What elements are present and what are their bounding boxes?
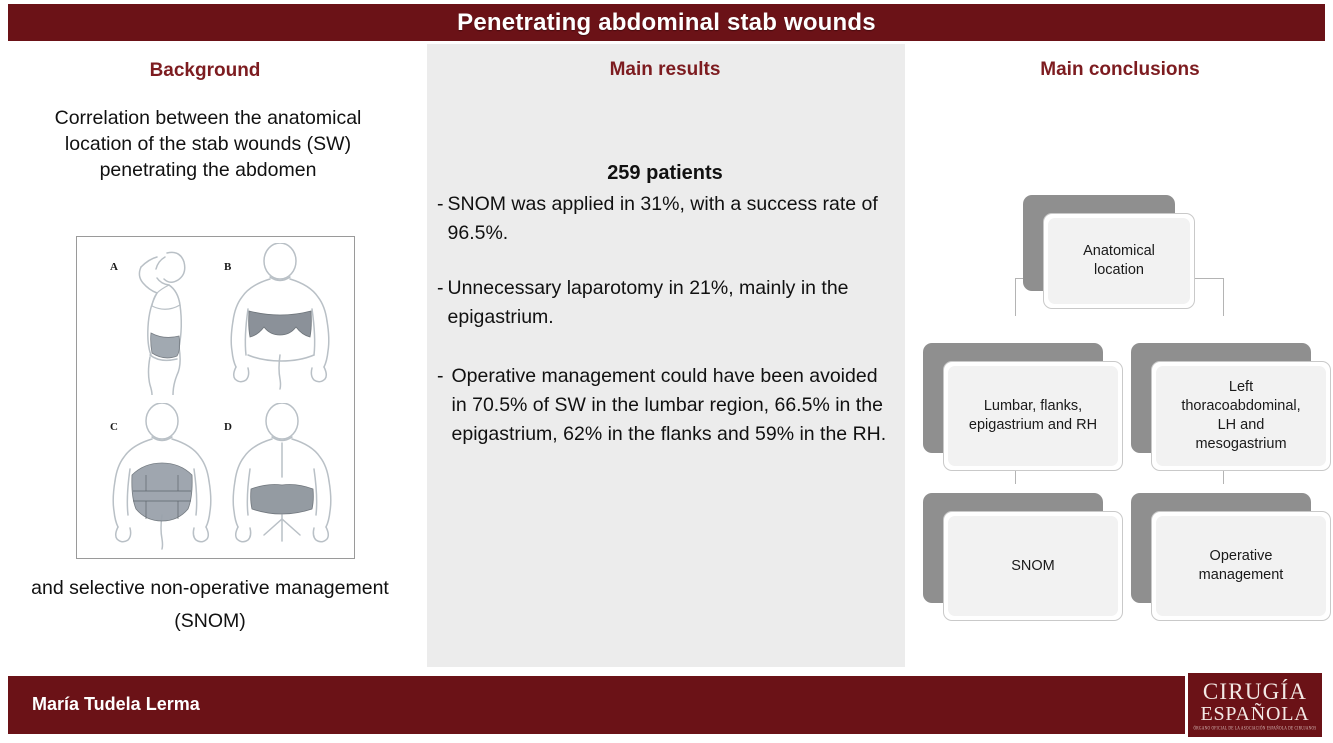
result-item-1: - SNOM was applied in 31%, with a succes…: [437, 190, 897, 248]
anatomy-panel-d: [232, 403, 332, 543]
background-outro-text: and selective non-operative management (…: [31, 577, 389, 632]
journal-logo-subtitle: ÓRGANO OFICIAL DE LA ASOCIACIÓN ESPAÑOLA…: [1193, 724, 1317, 731]
flow-node-leaf-right-label: Operative management: [1198, 548, 1284, 583]
anatomy-panel-c: [112, 403, 212, 550]
flow-node-leaf-left-inner: SNOM: [948, 516, 1118, 616]
anatomy-label-a: A: [110, 261, 118, 273]
bullet-dash-3: -: [437, 365, 444, 387]
flow-node-branch-right-inner: Left thoracoabdominal, LH and mesogastri…: [1156, 366, 1326, 466]
flow-node-branch-left-label: Lumbar, flanks, epigastrium and RH: [968, 398, 1098, 433]
bullet-dash-2: -: [437, 277, 444, 299]
flow-node-leaf-left-label: SNOM: [1011, 557, 1055, 574]
anatomy-label-b: B: [224, 261, 232, 273]
anatomy-panel-b: [230, 243, 330, 390]
connector-to-left-branch: [1015, 278, 1016, 316]
main-results-list: - SNOM was applied in 31%, with a succes…: [437, 190, 897, 475]
flow-node-branch-right-label: Left thoracoabdominal, LH and mesogastri…: [1181, 379, 1301, 452]
journal-logo-line1: CIRUGÍA: [1202, 678, 1308, 704]
anatomy-panel-a: [138, 251, 186, 395]
page-title: Penetrating abdominal stab wounds: [457, 8, 876, 36]
connector-to-right-branch: [1223, 278, 1224, 316]
flow-node-root-inner: Anatomical location: [1048, 218, 1190, 304]
journal-logo-line2: ESPAÑOLA: [1200, 702, 1310, 725]
background-intro-text: Correlation between the anatomical locat…: [54, 107, 362, 181]
heading-main-conclusions: Main conclusions: [1040, 59, 1200, 80]
result-item-3: - Operative management could have been a…: [437, 362, 897, 449]
conclusions-flowchart: Anatomical location Lumbar, flanks, epig…: [905, 100, 1333, 660]
bullet-dash-1: -: [437, 193, 444, 215]
flow-node-leaf-right-inner: Operative management: [1156, 516, 1326, 616]
result-text-3: Operative management could have been avo…: [451, 365, 887, 445]
main-results-panel-background: [427, 44, 905, 667]
anatomy-label-c: C: [110, 421, 118, 433]
footer-bar: María Tudela Lerma: [8, 676, 1325, 734]
anatomy-label-d: D: [224, 421, 232, 433]
flow-node-root-label: Anatomical location: [1083, 243, 1155, 278]
result-text-2: Unnecessary laparotomy in 21%, mainly in…: [447, 277, 849, 328]
journal-logo-inner: CIRUGÍA ESPAÑOLA ÓRGANO OFICIAL DE LA AS…: [1188, 673, 1322, 737]
result-text-1: SNOM was applied in 31%, with a success …: [447, 193, 878, 244]
result-item-2: - Unnecessary laparotomy in 21%, mainly …: [437, 274, 897, 332]
title-bar: Penetrating abdominal stab wounds: [8, 4, 1325, 41]
journal-logo: CIRUGÍA ESPAÑOLA ÓRGANO OFICIAL DE LA AS…: [1185, 670, 1325, 740]
anatomy-figure: A B: [76, 236, 355, 559]
heading-main-results: Main results: [609, 59, 721, 80]
heading-background: Background: [149, 60, 261, 81]
author-name: María Tudela Lerma: [32, 694, 200, 714]
flow-node-branch-left-inner: Lumbar, flanks, epigastrium and RH: [948, 366, 1118, 466]
patient-count: 259 patients: [607, 162, 723, 184]
